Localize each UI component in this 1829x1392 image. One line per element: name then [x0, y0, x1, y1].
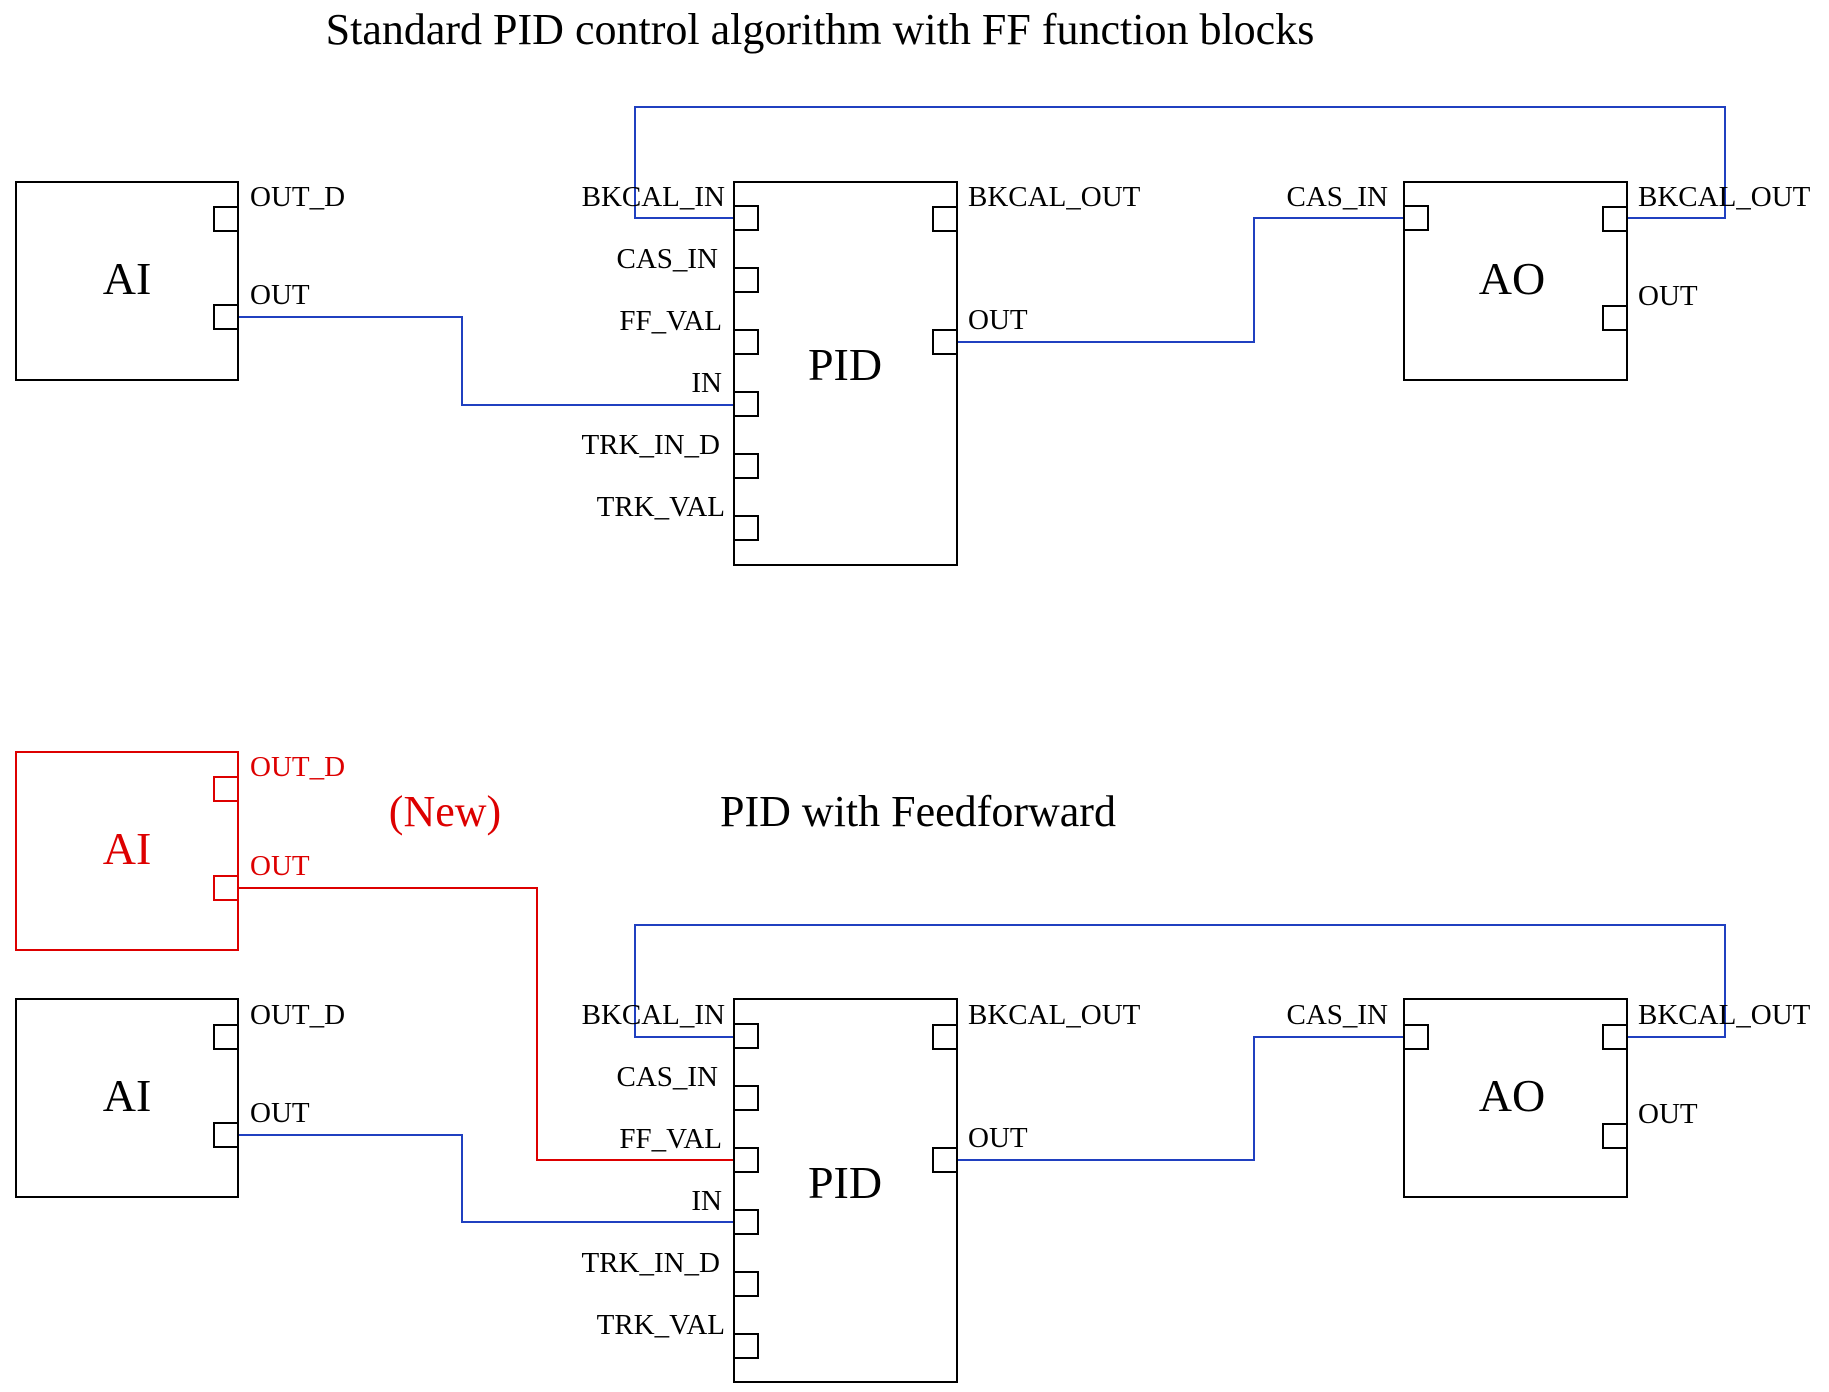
pid-trk-val-port: [733, 515, 759, 541]
pid-trk-val-port: [733, 1333, 759, 1359]
ai-new-out-label: OUT: [250, 850, 310, 882]
ao-cas-in-port: [1403, 1024, 1429, 1050]
ao-cas-in-label: CAS_IN: [1286, 999, 1388, 1031]
ao-out-port: [1602, 1123, 1628, 1149]
pid-trk-val-label: TRK_VAL: [597, 491, 725, 523]
ao-block: AO CAS_IN BKCAL_OUT OUT: [1286, 181, 1811, 381]
pid-trk-in-d-label: TRK_IN_D: [581, 1247, 720, 1279]
pid-trk-in-d-port: [733, 453, 759, 479]
pid-out-port: [932, 1147, 958, 1173]
pid-cas-in-port: [733, 1085, 759, 1111]
ai-out-d-label: OUT_D: [250, 181, 345, 213]
pid-bkcal-in-label: BKCAL_IN: [582, 999, 725, 1031]
pid-trk-in-d-label: TRK_IN_D: [581, 429, 720, 461]
pid-cas-in-label: CAS_IN: [616, 1061, 718, 1093]
pid-in-port: [733, 1209, 759, 1235]
ao-bkcal-out-label: BKCAL_OUT: [1638, 181, 1811, 213]
wire-pid-out-to-ao-cas-in: [957, 217, 1404, 343]
diagram-title: Standard PID control algorithm with FF f…: [326, 5, 1315, 54]
ao-block-name: AO: [1479, 253, 1545, 304]
ao-out-port: [1602, 305, 1628, 331]
pid-out-label: OUT: [968, 304, 1028, 336]
pid-ff-val-port: [733, 1147, 759, 1173]
ai-new-out-port: [213, 875, 239, 901]
pid-cas-in-port: [733, 267, 759, 293]
pid-block: PID BKCAL_IN CAS_IN FF_VAL IN TRK_IN_D T…: [581, 181, 1141, 566]
wire-ao-bkcal-out-to-pid-bkcal-in: [634, 924, 1726, 1038]
ai-new-out-d-label: OUT_D: [250, 751, 345, 783]
diagram-standard-pid: Standard PID control algorithm with FF f…: [15, 5, 1811, 566]
diagram-title: PID with Feedforward: [720, 787, 1116, 836]
wire-new-ai-out-to-pid-ff-val: [238, 887, 734, 1161]
ao-out-label: OUT: [1638, 1098, 1698, 1130]
pid-in-label: IN: [691, 367, 722, 399]
pid-in-port: [733, 391, 759, 417]
pid-in-label: IN: [691, 1185, 722, 1217]
wire-pid-out-to-ao-cas-in: [957, 1036, 1404, 1161]
ai-block: AI OUT_D OUT: [15, 181, 345, 381]
pid-block-name: PID: [808, 1157, 882, 1208]
ao-block: AO CAS_IN BKCAL_OUT OUT: [1286, 998, 1811, 1198]
pid-bkcal-out-label: BKCAL_OUT: [968, 181, 1141, 213]
ao-bkcal-out-label: BKCAL_OUT: [1638, 999, 1811, 1031]
ai-out-d-port: [213, 1024, 239, 1050]
ai-new-out-d-port: [213, 776, 239, 802]
pid-bkcal-in-port: [733, 205, 759, 231]
ai-out-d-label: OUT_D: [250, 999, 345, 1031]
ao-block-name: AO: [1479, 1070, 1545, 1121]
ai-out-label: OUT: [250, 1097, 310, 1129]
ao-bkcal-out-port: [1602, 1024, 1628, 1050]
ao-bkcal-out-port: [1602, 206, 1628, 232]
ao-out-label: OUT: [1638, 280, 1698, 312]
pid-ff-val-label: FF_VAL: [619, 305, 722, 337]
pid-bkcal-in-label: BKCAL_IN: [582, 181, 725, 213]
ai-block-new: AI OUT_D OUT: [15, 751, 345, 951]
ai-block: AI OUT_D OUT: [15, 998, 345, 1198]
ai-out-port: [213, 1122, 239, 1148]
ai-new-block-name: AI: [103, 823, 152, 874]
ai-out-port: [213, 304, 239, 330]
pid-ff-val-label: FF_VAL: [619, 1123, 722, 1155]
ai-out-d-port: [213, 206, 239, 232]
new-tag: (New): [389, 787, 501, 836]
pid-bkcal-out-label: BKCAL_OUT: [968, 999, 1141, 1031]
pid-cas-in-label: CAS_IN: [616, 243, 718, 275]
wire-ai-out-to-pid-in: [238, 1134, 734, 1223]
ai-out-label: OUT: [250, 279, 310, 311]
pid-bkcal-out-port: [932, 1024, 958, 1050]
pid-ff-val-port: [733, 329, 759, 355]
ai-block-name: AI: [103, 1070, 152, 1121]
pid-block: PID BKCAL_IN CAS_IN FF_VAL IN TRK_IN_D T…: [581, 998, 1141, 1383]
ao-cas-in-port: [1403, 205, 1429, 231]
pid-trk-val-label: TRK_VAL: [597, 1309, 725, 1341]
ai-block-name: AI: [103, 253, 152, 304]
ao-cas-in-label: CAS_IN: [1286, 181, 1388, 213]
pid-trk-in-d-port: [733, 1271, 759, 1297]
wire-ai-out-to-pid-in: [238, 316, 734, 406]
pid-block-name: PID: [808, 339, 882, 390]
pid-out-port: [932, 329, 958, 355]
wire-ao-bkcal-out-to-pid-bkcal-in: [634, 106, 1726, 219]
pid-out-label: OUT: [968, 1122, 1028, 1154]
diagram-pid-feedforward: PID with Feedforward (New) AI OUT_D OUT …: [15, 751, 1811, 1383]
pid-bkcal-in-port: [733, 1023, 759, 1049]
pid-bkcal-out-port: [932, 206, 958, 232]
